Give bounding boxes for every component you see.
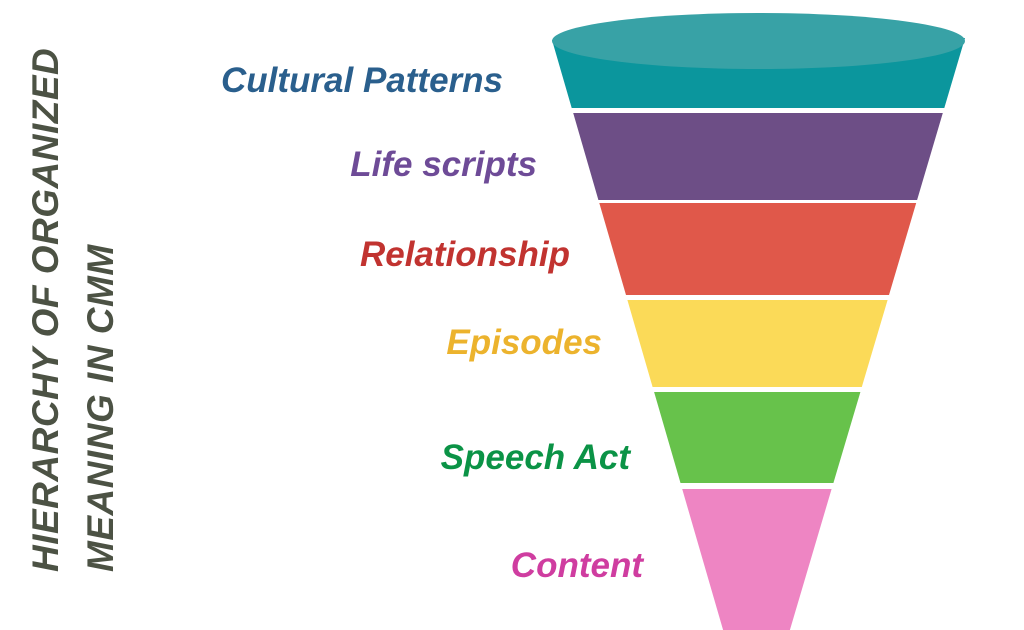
funnel-segment-relationship <box>599 203 917 295</box>
funnel-label-cultural-patterns: Cultural Patterns <box>221 61 503 100</box>
funnel-label-episodes: Episodes <box>446 323 602 362</box>
funnel-segment-speech-act <box>654 392 861 483</box>
funnel-segment-episodes <box>627 300 888 387</box>
funnel-label-relationship: Relationship <box>359 235 570 274</box>
funnel-label-speech-act: Speech Act <box>440 438 630 477</box>
funnel-label-life-scripts: Life scripts <box>350 145 537 184</box>
funnel-top-ellipse <box>552 13 965 69</box>
funnel-label-content: Content <box>510 546 643 585</box>
funnel-segment-content <box>682 489 832 630</box>
funnel-segment-life-scripts <box>573 113 943 200</box>
